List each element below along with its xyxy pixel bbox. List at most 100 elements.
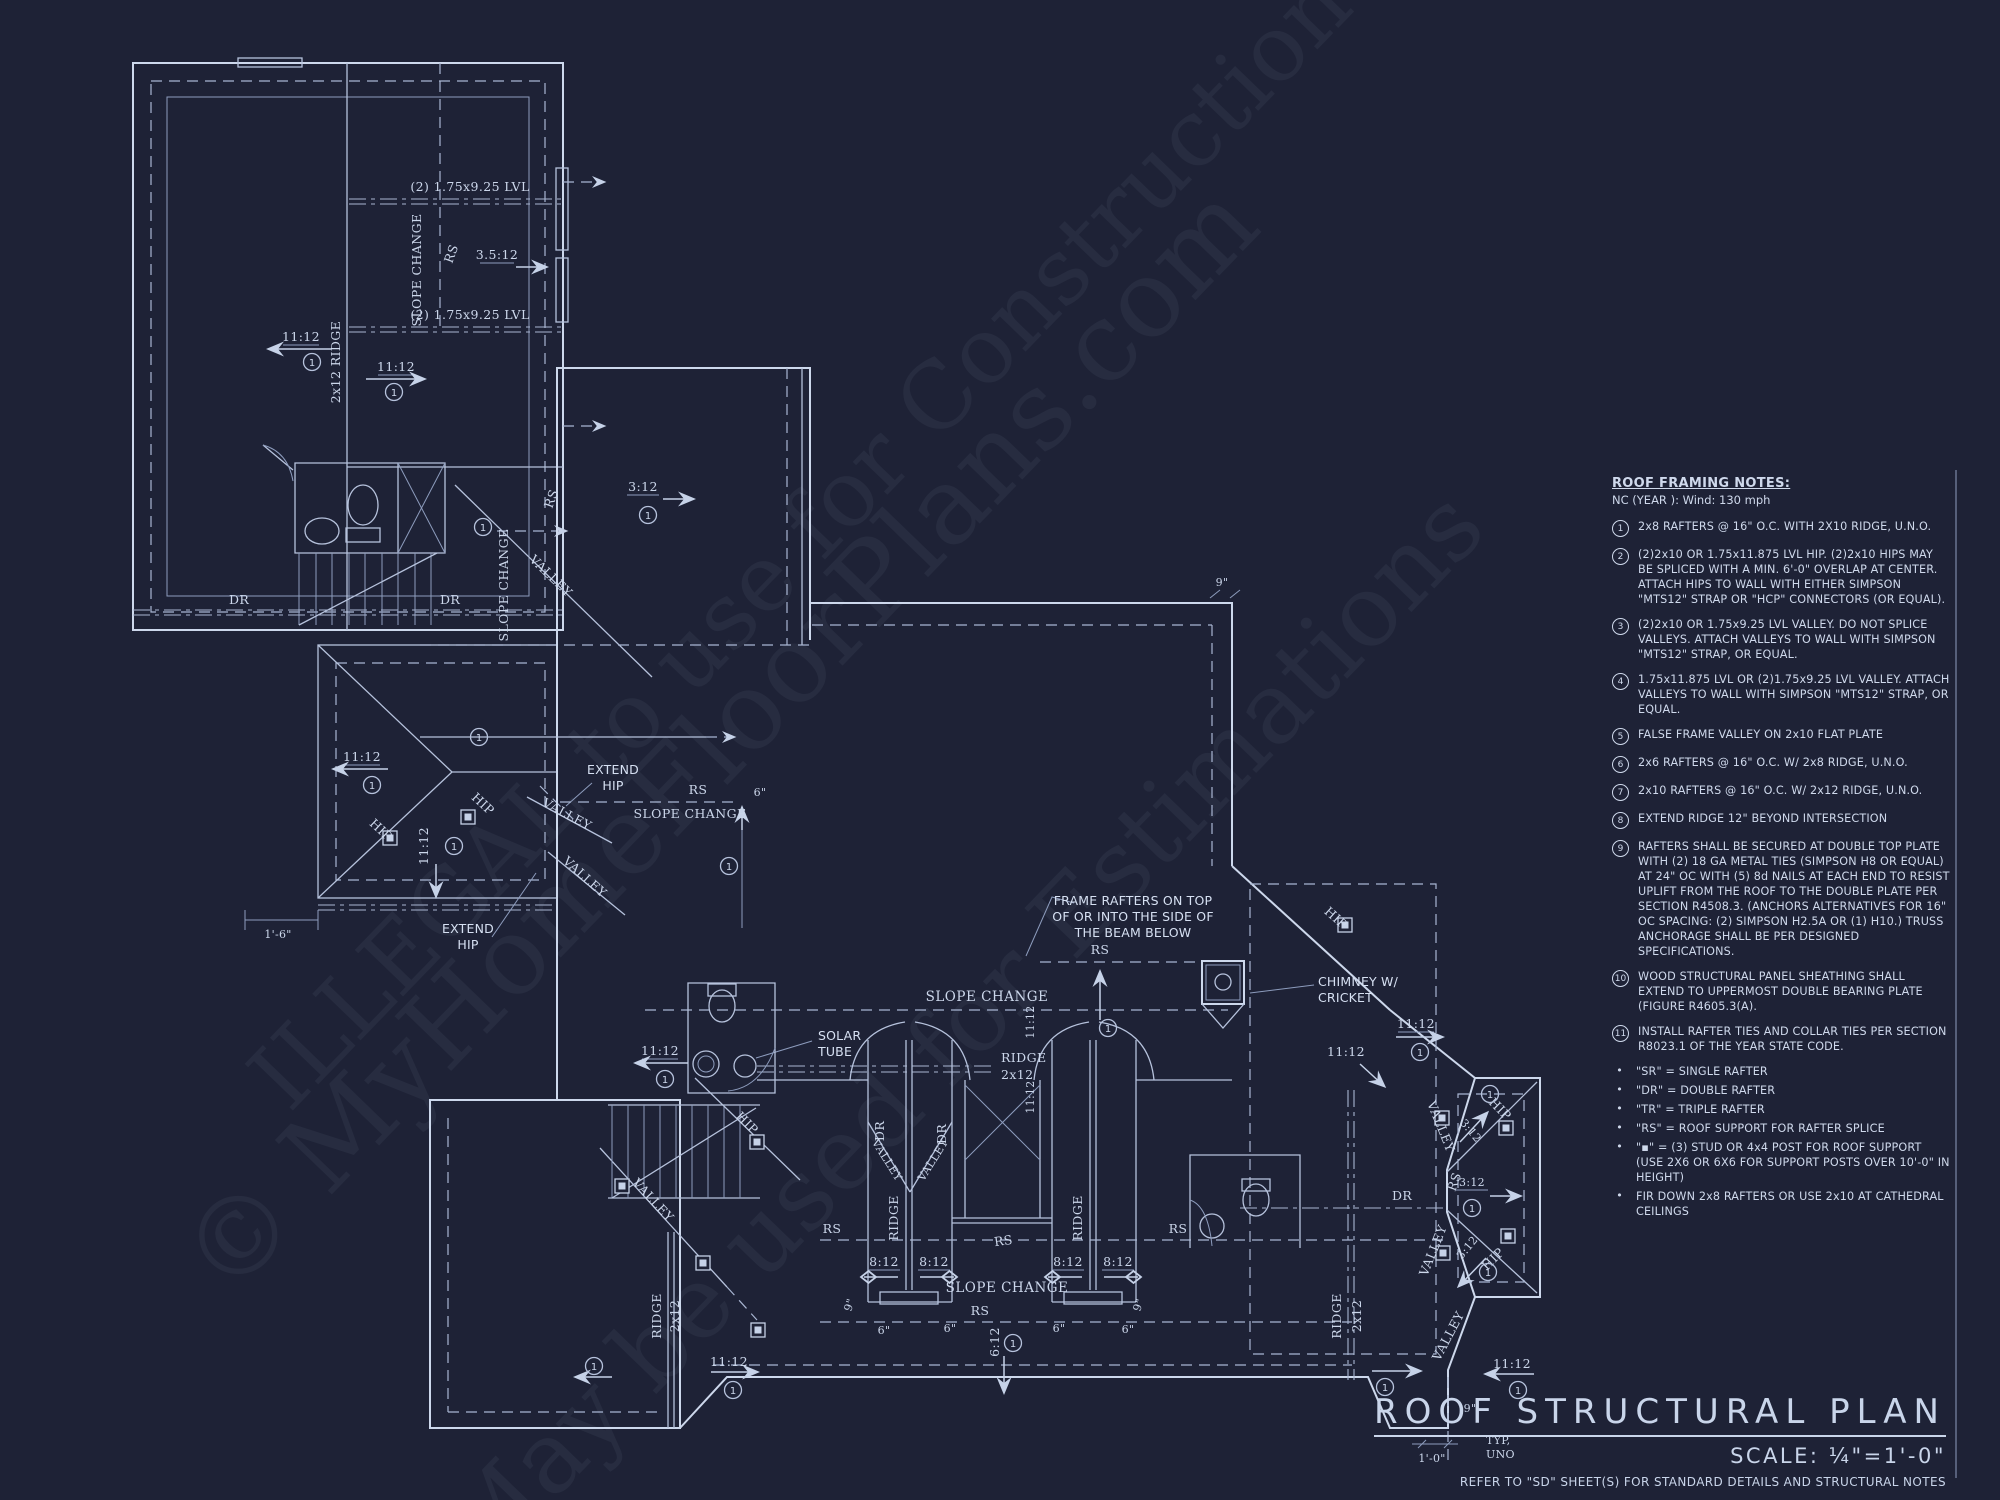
label-hip: HIP bbox=[733, 1109, 762, 1138]
label-rs: RS bbox=[1444, 1170, 1465, 1193]
label-rs: RS bbox=[1091, 942, 1110, 957]
label-slope-6-12: 6:12 bbox=[987, 1327, 1002, 1357]
post-symbol bbox=[695, 1255, 711, 1271]
label-rs: RS bbox=[1169, 1221, 1188, 1236]
roof-framing-notes: ROOF FRAMING NOTES: NC (YEAR ): Wind: 13… bbox=[1612, 476, 1950, 1223]
notes-heading: ROOF FRAMING NOTES: bbox=[1612, 476, 1791, 491]
svg-text:1: 1 bbox=[1105, 1024, 1111, 1035]
note-number: 6 bbox=[1612, 756, 1629, 773]
svg-text:1: 1 bbox=[1382, 1383, 1388, 1394]
label-dr: DR bbox=[934, 1124, 949, 1144]
label-ridge: RIDGE bbox=[1001, 1050, 1046, 1065]
label-valley: VALLEY bbox=[526, 551, 576, 600]
framing-note-7: 7 2x10 RAFTERS @ 16" O.C. W/ 2x12 RIDGE, … bbox=[1612, 783, 1950, 801]
label-slope-11-12: 11:12 bbox=[710, 1354, 748, 1369]
svg-text:1: 1 bbox=[730, 1386, 736, 1397]
label-slope-11-12: 11:12 bbox=[1327, 1044, 1365, 1059]
note-text: EXTEND RIDGE 12" BEYOND INTERSECTION bbox=[1638, 812, 1888, 825]
svg-text:1: 1 bbox=[480, 523, 486, 534]
label-slope-change: SLOPE CHANGE bbox=[409, 214, 424, 327]
bullet-text: FIR DOWN 2x8 RAFTERS OR USE 2x10 AT CATH… bbox=[1636, 1190, 1944, 1218]
note-text: WOOD STRUCTURAL PANEL SHEATHING SHALL EX… bbox=[1638, 970, 1923, 1013]
svg-text:1: 1 bbox=[662, 1075, 668, 1086]
label-rs: RS bbox=[823, 1221, 842, 1236]
svg-text:1: 1 bbox=[1487, 1090, 1493, 1101]
label-ridge-size: 2x12 bbox=[1001, 1067, 1034, 1082]
label-dr: DR bbox=[1392, 1188, 1412, 1203]
note-number: 11 bbox=[1612, 1025, 1629, 1042]
callout-solar-tube: SOLAR bbox=[818, 1028, 861, 1043]
bullet-text: "SR" = SINGLE RAFTER bbox=[1636, 1065, 1768, 1078]
label-slope-8-12: 8:12 bbox=[1103, 1254, 1133, 1269]
callout-extend-hip: EXTEND bbox=[587, 762, 639, 777]
label-valley: VALLEY bbox=[539, 794, 595, 833]
post-symbol bbox=[460, 809, 476, 825]
label-slope-11-12: 11:12 bbox=[1024, 1080, 1037, 1113]
framing-note-8: 8 EXTEND RIDGE 12" BEYOND INTERSECTION bbox=[1612, 811, 1950, 829]
legend-bullet-sr: "SR" = SINGLE RAFTER bbox=[1612, 1064, 1950, 1079]
label-slope-3-5-12: 3.5:12 bbox=[476, 247, 518, 262]
label-slope-11-12: 11:12 bbox=[377, 359, 415, 374]
callout-chimney: CRICKET bbox=[1318, 990, 1373, 1005]
note-ref-symbols: 1 1 1 1 1 1 1 1 1 1 1 1 1 1 1 1 1 1 1 bbox=[302, 352, 1528, 1400]
callout-extend-hip: HIP bbox=[602, 778, 623, 793]
callout-extend-hip: EXTEND bbox=[442, 921, 494, 936]
svg-text:1: 1 bbox=[1417, 1048, 1423, 1059]
note-text: (2)2x10 OR 1.75x11.875 LVL HIP. (2)2x10 … bbox=[1638, 548, 1946, 606]
note-number: 5 bbox=[1612, 728, 1629, 745]
label-dim-6in: 6" bbox=[878, 1324, 891, 1337]
note-number: 8 bbox=[1612, 812, 1629, 829]
sheet-scale: SCALE: ¼"=1'-0" bbox=[1730, 1444, 1946, 1468]
label-ridge: RIDGE bbox=[1329, 1293, 1344, 1338]
label-ridge: RIDGE bbox=[649, 1293, 664, 1338]
label-slope-11-12: 11:12 bbox=[416, 827, 431, 865]
label-slope-3-12: 3:12 bbox=[1459, 1176, 1485, 1189]
bullet-text: "DR" = DOUBLE RAFTER bbox=[1636, 1084, 1776, 1097]
label-dim-9in: 9" bbox=[1131, 1297, 1147, 1313]
label-ridge: RIDGE bbox=[886, 1195, 901, 1240]
label-slope-change: SLOPE CHANGE bbox=[496, 529, 511, 642]
bullet-text: "RS" = ROOF SUPPORT FOR RAFTER SPLICE bbox=[1636, 1122, 1885, 1135]
label-dim-6in: 6" bbox=[944, 1322, 957, 1335]
bullet-text: "▪" = (3) STUD OR 4x4 POST FOR ROOF SUPP… bbox=[1636, 1141, 1950, 1184]
svg-text:1: 1 bbox=[1515, 1386, 1521, 1397]
label-slope-8-12: 8:12 bbox=[1053, 1254, 1083, 1269]
svg-text:1: 1 bbox=[1010, 1339, 1016, 1350]
label-dr: DR bbox=[872, 1121, 887, 1141]
label-slope-11-12: 11:12 bbox=[343, 749, 381, 764]
svg-text:1: 1 bbox=[1469, 1204, 1475, 1215]
label-typ-uno: UNO bbox=[1486, 1448, 1515, 1461]
legend-bullet-rs: "RS" = ROOF SUPPORT FOR RAFTER SPLICE bbox=[1612, 1121, 1950, 1136]
svg-text:1: 1 bbox=[726, 862, 732, 873]
callout-frame-rafters: THE BEAM BELOW bbox=[1074, 925, 1192, 940]
sheet-title: ROOF STRUCTURAL PLAN bbox=[1374, 1392, 1946, 1437]
note-text: 2x10 RAFTERS @ 16" O.C. W/ 2x12 RIDGE, U… bbox=[1638, 784, 1923, 797]
label-ridge-size: 2x12 bbox=[667, 1300, 682, 1333]
note-number: 7 bbox=[1612, 784, 1629, 801]
label-slope-11-12: 11:12 bbox=[1024, 1005, 1037, 1038]
label-slope-change: SLOPE CHANGE bbox=[946, 1280, 1069, 1296]
note-number: 9 bbox=[1612, 840, 1629, 857]
svg-text:1: 1 bbox=[645, 511, 651, 522]
legend-bullet-tr: "TR" = TRIPLE RAFTER bbox=[1612, 1102, 1950, 1117]
svg-text:1: 1 bbox=[1485, 1268, 1491, 1279]
upper-left-building-lines bbox=[132, 57, 607, 631]
note-number: 2 bbox=[1612, 548, 1629, 565]
label-ridge-2x12: 2x12 RIDGE bbox=[328, 321, 343, 403]
label-valley: VALLEY bbox=[1424, 1098, 1458, 1155]
label-rs: RS bbox=[993, 1232, 1014, 1249]
label-slope-8-12: 8:12 bbox=[919, 1254, 949, 1269]
label-typ-uno: TYP, bbox=[1486, 1434, 1510, 1447]
label-dim-1ft6: 1'-6" bbox=[264, 928, 291, 941]
legend-bullet-fir: FIR DOWN 2x8 RAFTERS OR USE 2x10 AT CATH… bbox=[1612, 1189, 1950, 1219]
svg-text:1: 1 bbox=[591, 1362, 597, 1373]
post-symbol bbox=[614, 1178, 630, 1194]
label-dim-6in: 6" bbox=[754, 786, 767, 799]
label-rs: RS bbox=[971, 1303, 990, 1318]
label-slope-11-12: 11:12 bbox=[1397, 1016, 1435, 1031]
